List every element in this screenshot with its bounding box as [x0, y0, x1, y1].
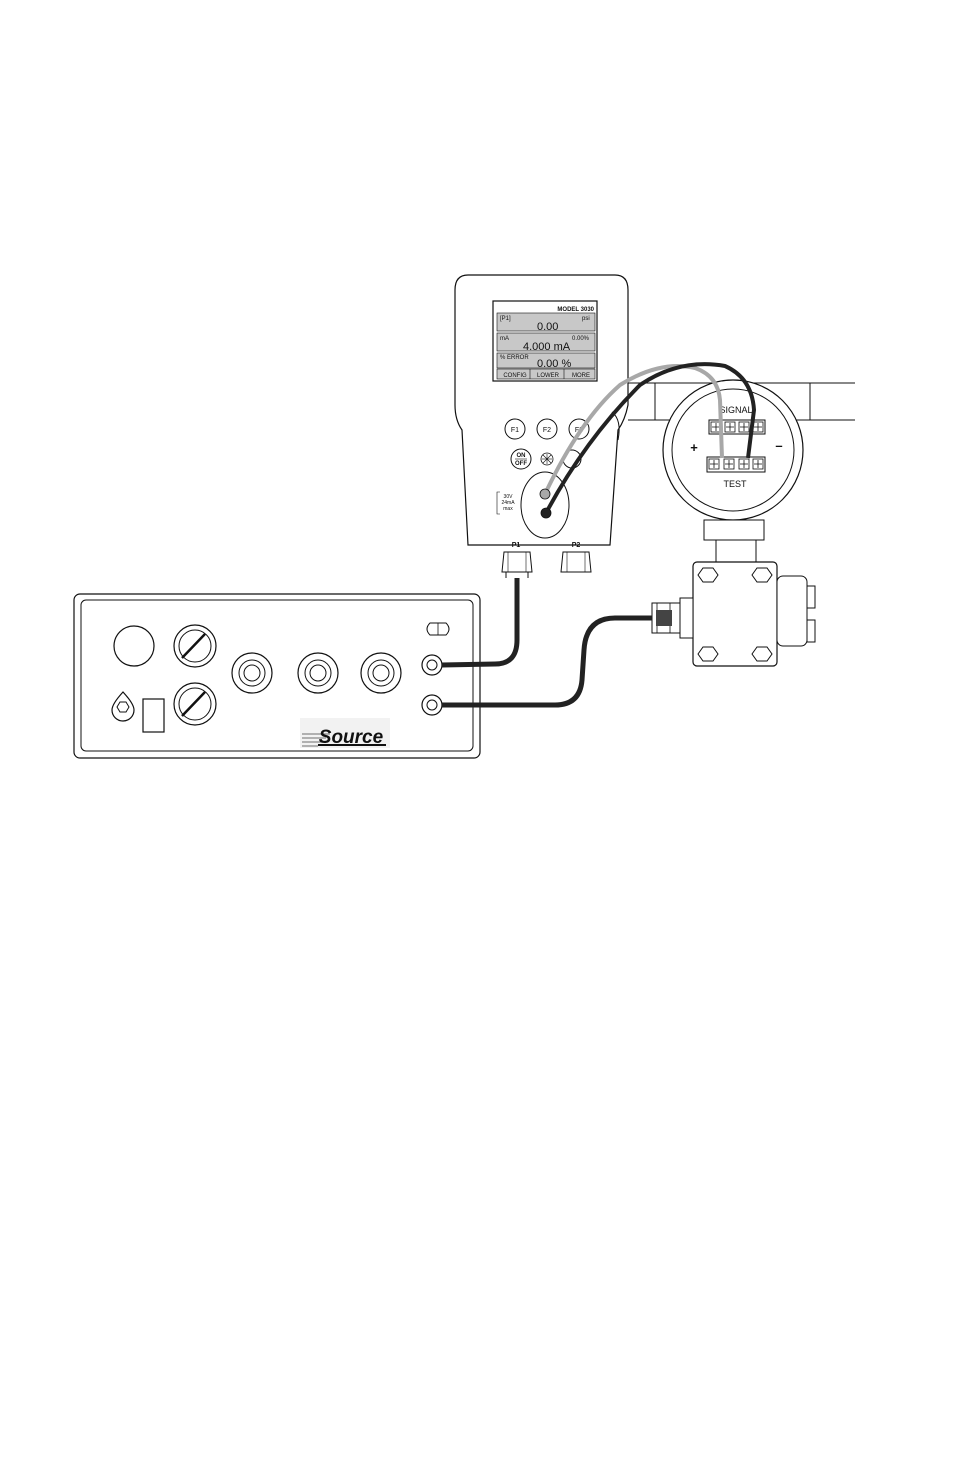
test-label: TEST [723, 479, 747, 489]
percent-value: 0.00% [572, 336, 590, 342]
softkey-lower[interactable]: LOWER [537, 373, 560, 379]
port-p1-label: P1 [512, 542, 521, 549]
svg-text:ON: ON [517, 453, 526, 459]
plus-terminal-label: + [690, 440, 698, 455]
calibrator: MODEL 3030 [P1] psi 0.00 mA 0.00% 4.000 … [454, 274, 629, 578]
softkey-more[interactable]: MORE [572, 373, 590, 379]
tubing-calibrator-to-source [441, 578, 520, 668]
tubing-source-to-transmitter [442, 615, 652, 708]
svg-text:F2: F2 [543, 427, 551, 434]
port-p1-fitting [501, 551, 533, 573]
p1-label: [P1] [500, 316, 511, 322]
svg-text:24mA: 24mA [501, 500, 515, 506]
f1-button[interactable]: F1 [504, 418, 526, 440]
jack-rating: 30V 24mA max [496, 491, 515, 515]
on-off-button[interactable]: ON OFF [510, 448, 532, 470]
svg-text:F1: F1 [511, 427, 519, 434]
source-panel-inner [80, 599, 474, 752]
minus-terminal-label: – [775, 438, 782, 453]
black-test-lead [544, 362, 757, 514]
source-logo: Source [300, 718, 390, 748]
error-label: % ERROR [500, 355, 529, 361]
jack-panel [520, 471, 570, 539]
signal-label: SIGNAL [719, 405, 752, 415]
softkey-config[interactable]: CONFIG [503, 373, 527, 379]
source-valve-icon[interactable] [111, 691, 135, 722]
port-p2-label: P2 [572, 542, 581, 549]
pressure-source: Source [73, 593, 481, 759]
source-display-window [142, 698, 165, 733]
source-knob-1[interactable] [231, 652, 273, 694]
source-outlet-upper[interactable] [421, 654, 443, 676]
transmitter: SIGNAL TEST + – [628, 379, 855, 667]
svg-text:30V: 30V [504, 494, 514, 500]
transmitter-sensor-body [651, 561, 816, 667]
svg-text:Source: Source [319, 727, 384, 748]
svg-text:OFF: OFF [515, 461, 527, 467]
source-knob-3[interactable] [360, 652, 402, 694]
gray-lead-plug [539, 488, 551, 500]
source-dial-upper[interactable] [173, 624, 217, 668]
source-toggle-switch[interactable] [426, 622, 450, 636]
source-dial-lower[interactable] [173, 682, 217, 726]
source-knob-2[interactable] [297, 652, 339, 694]
svg-text:max: max [503, 506, 513, 512]
model-label: MODEL 3030 [557, 307, 594, 313]
port-p2-fitting [560, 551, 592, 573]
f2-button[interactable]: F2 [536, 418, 558, 440]
black-lead-plug [540, 507, 552, 519]
psi-unit: psi [582, 316, 590, 322]
signal-terminal-block [708, 419, 766, 435]
test-terminal-block [706, 456, 766, 473]
source-gauge-blank [113, 625, 155, 667]
gray-test-lead [543, 364, 724, 495]
ma-label: mA [500, 336, 509, 342]
backlight-icon[interactable] [540, 452, 554, 466]
error-value: 0.00 % [537, 358, 571, 370]
source-outlet-lower[interactable] [421, 694, 443, 716]
pressure-value: 0.00 [537, 321, 558, 333]
current-value: 4.000 mA [523, 341, 571, 353]
transmitter-neck [703, 519, 765, 541]
